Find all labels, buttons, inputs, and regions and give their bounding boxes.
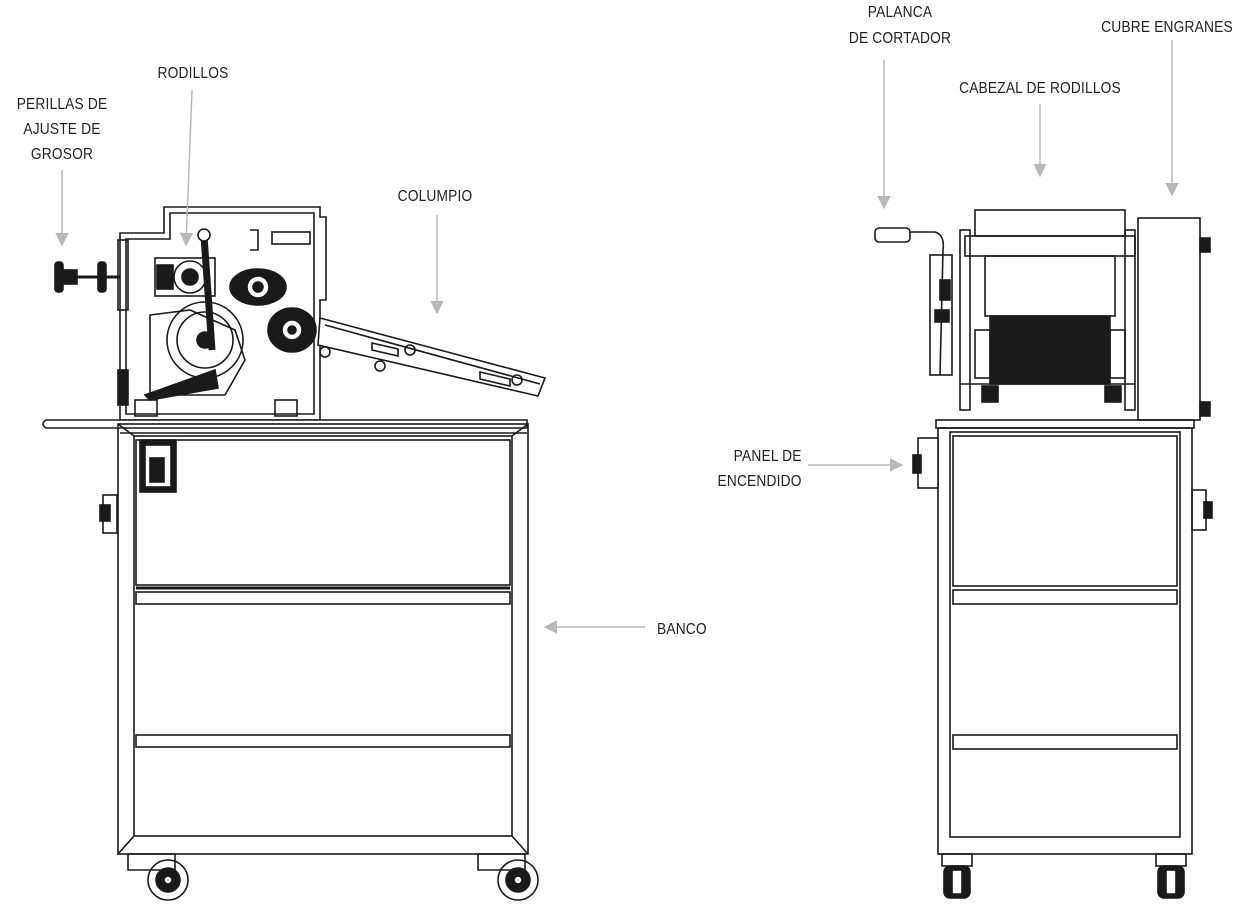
label-panel-line1: PANEL DE (733, 448, 802, 465)
label-cabezal: CABEZAL DE RODILLOS (959, 80, 1121, 97)
label-perillas-line2: AJUSTE DE (23, 121, 101, 138)
label-perillas-line3: GROSOR (30, 146, 94, 163)
side-view-machine (42, 206, 547, 901)
label-cubre-engranes: CUBRE ENGRANES (1101, 19, 1233, 36)
label-columpio: COLUMPIO (397, 188, 473, 205)
label-perillas-line1: PERILLAS DE (16, 96, 108, 113)
label-banco: BANCO (657, 621, 707, 638)
label-palanca-line1: PALANCA (867, 4, 933, 21)
arrow-rodillos (179, 89, 194, 247)
label-panel-line2: ENCENDIDO (717, 473, 802, 490)
label-palanca-line2: DE CORTADOR (848, 30, 952, 47)
front-view-machine (874, 209, 1213, 899)
label-rodillos: RODILLOS (157, 65, 229, 82)
